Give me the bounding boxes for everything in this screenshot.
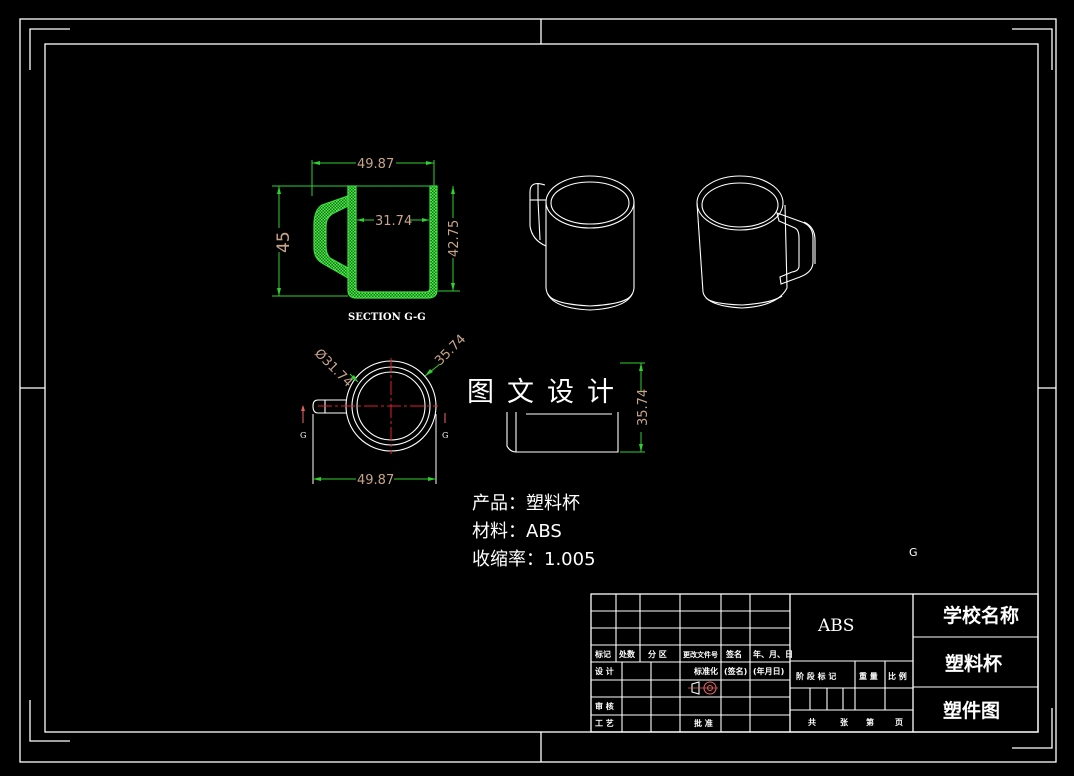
tb-part-name: 塑料杯: [945, 652, 1002, 675]
tb-design-label: 设 计: [595, 666, 614, 676]
sheet-frame: [19, 18, 1057, 763]
iso-view-right: [696, 175, 816, 309]
iso-view-left: [529, 175, 635, 311]
section-view: 49.87 31.74 45 42.75 SECTION G-G: [272, 155, 462, 323]
tb-stage-label: 阶 段 标 记: [796, 671, 836, 681]
tb-number-label: 第: [866, 717, 874, 727]
technical-notes: 产品：塑料杯 材料：ABS 收缩率：1.005: [472, 490, 596, 574]
projection-symbol: [688, 681, 718, 695]
side-view: 35.74: [506, 362, 651, 453]
dim-outer-diameter: 35.74: [432, 332, 469, 369]
dim-inner-width: 31.74: [375, 214, 412, 229]
note-material: 材料：ABS: [472, 521, 562, 542]
tb-change-doc-label: 更改文件号: [683, 650, 718, 659]
tb-sign-placeholder: (签名): [724, 666, 747, 676]
top-view: G G Ø31.74 35.74 49.87: [300, 332, 469, 488]
note-shrinkage: 收缩率：1.005: [472, 549, 596, 570]
dim-top-width: 49.87: [357, 473, 394, 488]
tb-scale-label: 比 例: [888, 671, 907, 681]
stray-g-label: G: [909, 546, 918, 559]
tb-date-label: 年、月、日: [753, 649, 793, 659]
tb-drawing-type: 塑件图: [943, 699, 1000, 722]
tb-standardization-label: 标准化: [693, 666, 718, 676]
tb-signature-label: 签名: [725, 649, 742, 659]
tb-count-label: 处数: [618, 649, 636, 659]
tb-approve-label: 批 准: [694, 718, 713, 728]
tb-weight-label: 重 量: [859, 671, 878, 681]
dim-inner-diameter: Ø31.74: [311, 346, 355, 390]
section-mark-right: G: [442, 431, 448, 440]
tb-sheets-label: 张: [840, 718, 849, 727]
tb-material: ABS: [817, 616, 854, 636]
watermark-text: 图文设计: [463, 370, 631, 409]
section-mark-left: G: [300, 431, 306, 440]
tb-total-label: 共: [808, 717, 816, 727]
dim-overall-height: 45: [274, 231, 294, 253]
note-product: 产品：塑料杯: [472, 493, 580, 514]
tb-process-label: 工 艺: [595, 718, 614, 728]
dim-overall-width: 49.87: [357, 157, 394, 172]
tb-zone-label: 分 区: [648, 649, 667, 659]
tb-date-placeholder: (年月日): [753, 666, 784, 676]
dim-side-height: 35.74: [636, 389, 651, 426]
title-block: 标记 处数 分 区 更改文件号 签名 年、月、日 设 计 标准化 (签名) (年…: [590, 593, 1039, 733]
section-title: SECTION G-G: [348, 312, 426, 323]
tb-mark-label: 标记: [594, 649, 611, 659]
tb-review-label: 审 核: [595, 701, 614, 711]
tb-page-label: 页: [895, 718, 903, 727]
dim-inner-height: 42.75: [447, 220, 462, 257]
tb-school-name: 学校名称: [943, 604, 1019, 627]
